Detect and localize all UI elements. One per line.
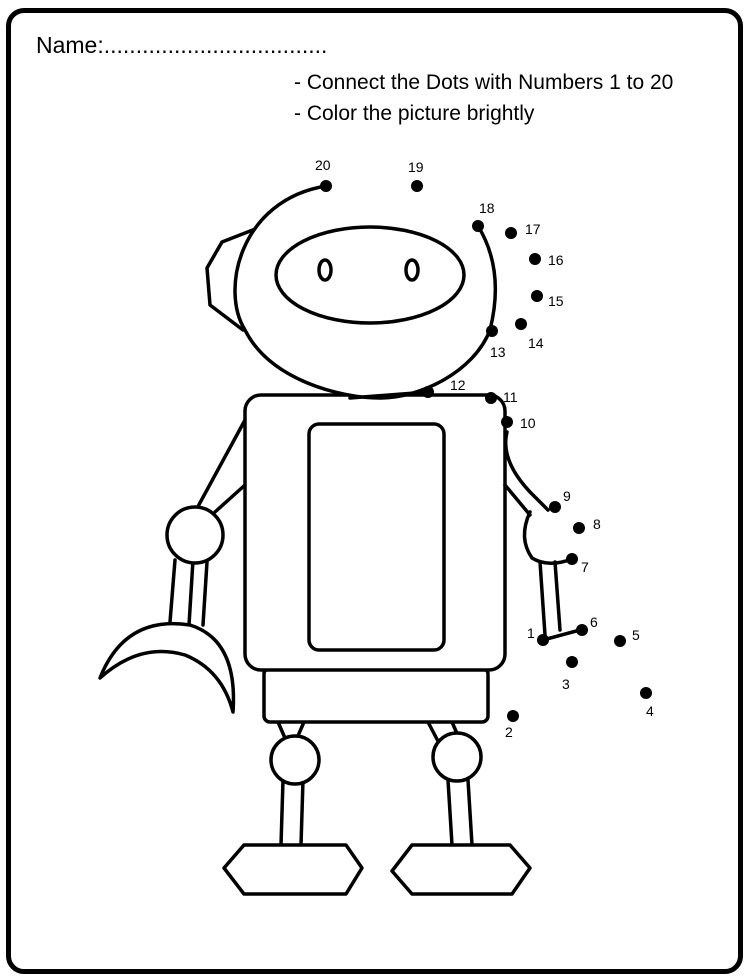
- dot-marker[interactable]: [531, 290, 543, 302]
- robot-right-foot: [390, 843, 532, 896]
- dot-marker[interactable]: [472, 220, 484, 232]
- name-label: Name:: [36, 32, 104, 58]
- dot-marker[interactable]: [529, 253, 541, 265]
- dot-marker[interactable]: [507, 710, 519, 722]
- dot-19[interactable]: 19: [408, 159, 424, 192]
- dot-label: 8: [593, 516, 601, 532]
- dot-label: 1: [527, 625, 535, 641]
- dot-label: 5: [632, 627, 640, 643]
- dot-group: 1 2 3 4 5 6 7 8: [315, 157, 654, 740]
- dot-marker[interactable]: [576, 624, 588, 636]
- dot-label: 10: [520, 415, 536, 431]
- robot-right-arm: [503, 430, 582, 642]
- dot-7[interactable]: 7: [566, 553, 589, 575]
- dot-label: 16: [548, 252, 564, 268]
- dot-17[interactable]: 17: [505, 221, 541, 239]
- dot-2[interactable]: 2: [505, 710, 519, 740]
- dot-label: 14: [528, 335, 544, 351]
- dot-label: 6: [590, 614, 598, 630]
- dot-16[interactable]: 16: [529, 252, 564, 268]
- dot-marker[interactable]: [486, 325, 498, 337]
- dot-label: 18: [479, 200, 495, 216]
- name-field: Name:...................................: [36, 32, 327, 59]
- dot-label: 17: [525, 221, 541, 237]
- dot-marker[interactable]: [422, 386, 434, 398]
- robot-claw: [98, 621, 236, 714]
- dot-label: 12: [450, 377, 466, 393]
- robot-left-arm: [98, 418, 247, 714]
- dot-marker[interactable]: [505, 227, 517, 239]
- dot-10[interactable]: 10: [501, 415, 536, 431]
- dot-13[interactable]: 13: [486, 325, 506, 360]
- robot-visor: [274, 225, 466, 325]
- instruction-connect-dots: - Connect the Dots with Numbers 1 to 20: [294, 71, 674, 94]
- dot-marker[interactable]: [320, 180, 332, 192]
- robot-left-foot: [222, 843, 364, 896]
- dot-label: 13: [490, 344, 506, 360]
- dot-11[interactable]: 11: [485, 389, 518, 405]
- name-blank: ...................................: [103, 32, 328, 58]
- instruction-color-picture: - Color the picture brightly: [294, 102, 535, 125]
- dot-14[interactable]: 14: [515, 318, 544, 351]
- dot-6[interactable]: 6: [576, 614, 598, 636]
- dot-marker[interactable]: [537, 634, 549, 646]
- dot-8[interactable]: 8: [573, 516, 601, 534]
- dot-marker[interactable]: [614, 635, 626, 647]
- dot-marker[interactable]: [501, 416, 513, 428]
- dot-label: 19: [408, 159, 424, 175]
- dot-marker[interactable]: [566, 553, 578, 565]
- dot-label: 2: [505, 724, 513, 740]
- dot-label: 4: [646, 703, 654, 719]
- dot-marker[interactable]: [573, 522, 585, 534]
- dot-18[interactable]: 18: [472, 200, 495, 232]
- dot-marker[interactable]: [640, 687, 652, 699]
- dot-3[interactable]: 3: [562, 656, 578, 692]
- dot-5[interactable]: 5: [614, 627, 640, 647]
- robot-left-leg: [269, 720, 321, 847]
- dot-label: 20: [315, 157, 331, 173]
- dot-label: 15: [548, 293, 564, 309]
- robot-pelvis: [262, 666, 490, 724]
- dot-15[interactable]: 15: [531, 290, 564, 309]
- dot-label: 7: [581, 559, 589, 575]
- robot-head: [205, 184, 498, 400]
- dot-marker[interactable]: [485, 392, 497, 404]
- robot-right-eye: [404, 258, 420, 282]
- dot-20[interactable]: 20: [315, 157, 332, 192]
- dot-label: 9: [563, 488, 571, 504]
- dot-marker[interactable]: [566, 656, 578, 668]
- dot-marker[interactable]: [515, 318, 527, 330]
- robot-chest-panel: [307, 422, 446, 652]
- dot-label: 11: [503, 389, 518, 405]
- dot-1[interactable]: 1: [527, 625, 549, 646]
- dot-4[interactable]: 4: [640, 687, 654, 719]
- dot-label: 3: [562, 676, 570, 692]
- dot-marker[interactable]: [411, 180, 423, 192]
- robot-right-leg: [426, 720, 483, 847]
- robot-left-eye: [317, 258, 333, 282]
- dot-marker[interactable]: [549, 501, 561, 513]
- dot-9[interactable]: 9: [549, 488, 571, 513]
- dot-12[interactable]: 12: [422, 377, 466, 398]
